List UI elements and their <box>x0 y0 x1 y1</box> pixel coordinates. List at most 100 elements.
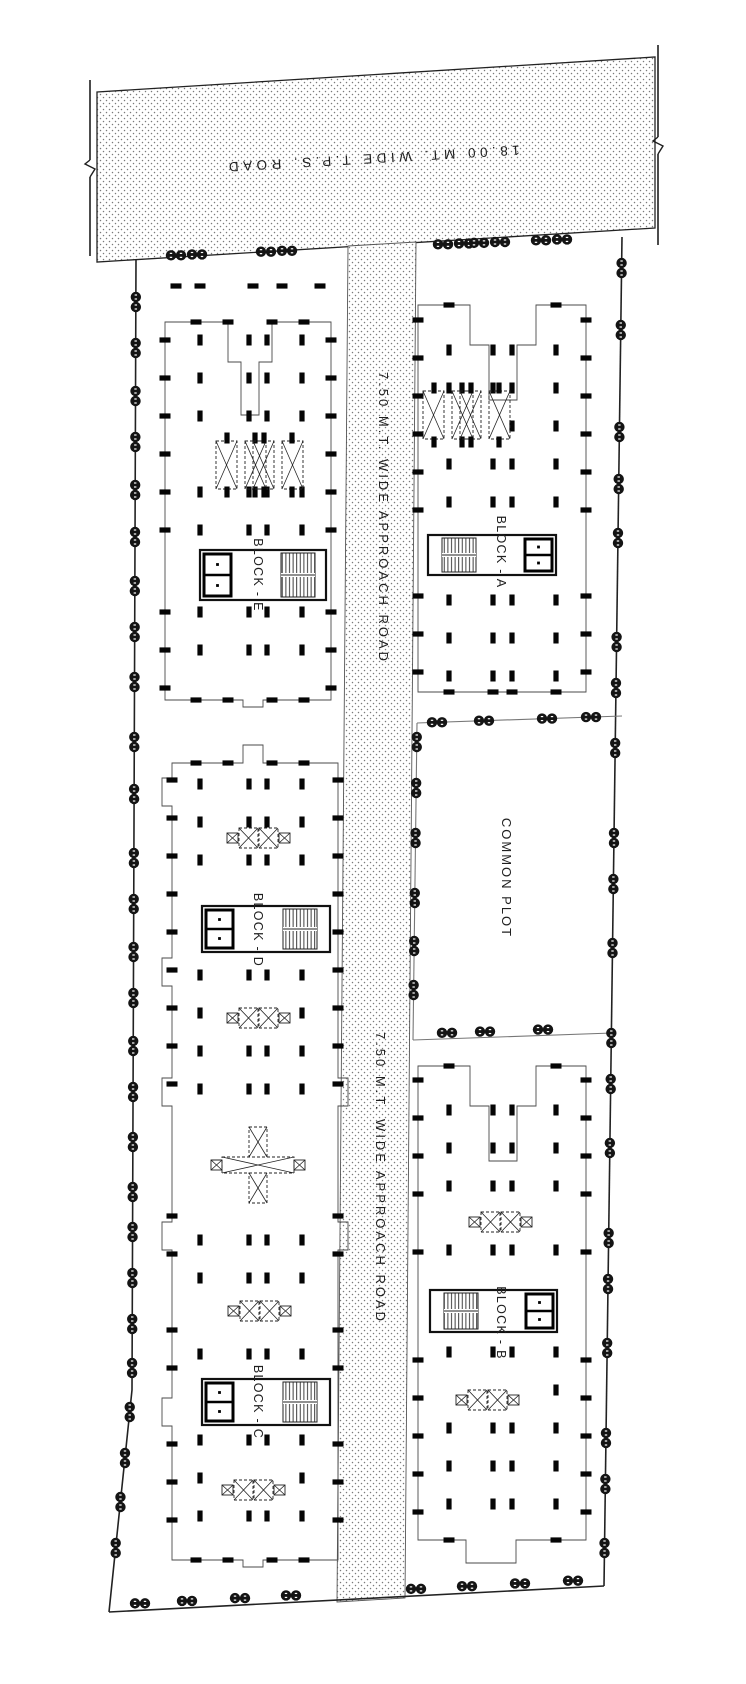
wheel <box>129 479 141 491</box>
column-mark <box>446 594 452 606</box>
x-column-cluster-icon <box>226 832 239 844</box>
wheel <box>442 239 454 250</box>
column-mark <box>224 486 230 498</box>
column-mark <box>325 337 337 343</box>
two-wheeler-parking-icon <box>130 431 141 453</box>
wheel <box>130 291 142 303</box>
wheel <box>608 883 619 895</box>
wheel-hub <box>604 1490 607 1492</box>
wheel-hub <box>413 894 416 896</box>
wheel <box>127 1131 139 1143</box>
lift-mark <box>537 545 540 549</box>
wheel <box>532 1024 544 1035</box>
wheel <box>602 1273 614 1285</box>
wheel-hub <box>114 1554 117 1556</box>
wheel-hub <box>493 239 497 241</box>
wheel-hub <box>436 241 440 243</box>
column-mark <box>264 486 270 498</box>
common-plot-bottom-line <box>412 1032 613 1041</box>
wheel-hub <box>412 986 415 988</box>
wheel <box>186 249 198 260</box>
wheel-hub <box>414 844 417 846</box>
two-wheeler-parking-icon <box>130 385 141 407</box>
column-mark <box>246 606 252 618</box>
x-box <box>239 1300 260 1322</box>
column-mark <box>553 496 559 508</box>
wheel <box>615 329 626 341</box>
wheel-hub <box>430 723 434 725</box>
x-box <box>226 832 239 844</box>
wheel-hub <box>294 1592 298 1595</box>
wheel-hub <box>605 1344 609 1346</box>
wheel <box>128 893 139 905</box>
column-mark <box>332 1213 344 1219</box>
column-mark <box>289 486 295 498</box>
wheel-hub <box>132 790 136 792</box>
wheel-hub <box>546 1026 550 1029</box>
line-break-icon <box>651 136 665 155</box>
column-mark <box>580 1471 592 1477</box>
lift-mark <box>218 937 221 940</box>
wheel <box>265 246 277 257</box>
two-wheeler-parking-icon <box>127 1181 138 1203</box>
wheel <box>176 1595 188 1607</box>
wheel-hub <box>616 534 620 536</box>
column-mark <box>166 1043 178 1049</box>
wheel <box>536 713 548 724</box>
column-mark <box>166 1327 178 1333</box>
column-mark <box>580 1191 592 1197</box>
wheel-hub <box>604 1480 607 1482</box>
two-wheeler-parking-icon <box>603 1227 614 1249</box>
column-mark <box>224 432 230 444</box>
x-column-cluster-icon <box>520 1216 533 1228</box>
column-mark <box>332 1251 344 1257</box>
wheel-hub <box>536 1030 540 1033</box>
wheel-hub <box>133 588 137 590</box>
wheel <box>607 937 618 949</box>
two-wheeler-parking-icon <box>615 319 626 341</box>
column-mark <box>332 1517 344 1523</box>
wheel <box>605 1083 616 1095</box>
two-wheeler-parking-icon <box>129 526 141 548</box>
column-mark <box>197 854 203 866</box>
wheel-hub <box>617 476 620 478</box>
two-wheeler-parking-icon <box>604 1137 616 1159</box>
x-diag <box>238 1007 259 1029</box>
column-mark <box>246 816 252 828</box>
wheel-hub <box>467 244 471 247</box>
wheel-hub <box>488 1032 492 1035</box>
column-mark <box>159 609 171 615</box>
column-mark <box>299 1272 305 1284</box>
x-box <box>487 1389 508 1411</box>
wheel-hub <box>132 1000 135 1002</box>
wheel <box>128 1045 139 1057</box>
wheel <box>110 1537 121 1549</box>
wheel <box>432 239 444 250</box>
column-mark <box>197 524 203 536</box>
wheel-hub <box>566 1582 570 1584</box>
wheel-hub <box>584 714 588 716</box>
wheel-hub <box>132 906 135 908</box>
line-break-icon <box>83 159 97 178</box>
x-box <box>258 1007 279 1029</box>
wheel <box>129 671 140 683</box>
column-mark <box>490 344 496 356</box>
two-wheeler-parking-icon <box>599 1537 610 1559</box>
column-mark <box>490 1142 496 1154</box>
column-mark <box>496 436 502 448</box>
wheel-hub <box>604 1444 608 1446</box>
column-mark <box>197 334 203 346</box>
two-wheeler-parking-icon <box>115 1491 126 1513</box>
x-column-cluster-icon <box>258 827 279 849</box>
wheel <box>186 1595 198 1607</box>
column-mark <box>325 609 337 615</box>
column-mark <box>159 647 171 653</box>
column-mark <box>553 670 559 682</box>
two-wheeler-parking-icon <box>124 1401 135 1423</box>
lift-mark <box>218 918 221 921</box>
column-mark <box>197 1472 203 1484</box>
wheel-hub <box>612 844 616 846</box>
tps-road-band <box>96 56 656 263</box>
column-mark <box>490 670 496 682</box>
